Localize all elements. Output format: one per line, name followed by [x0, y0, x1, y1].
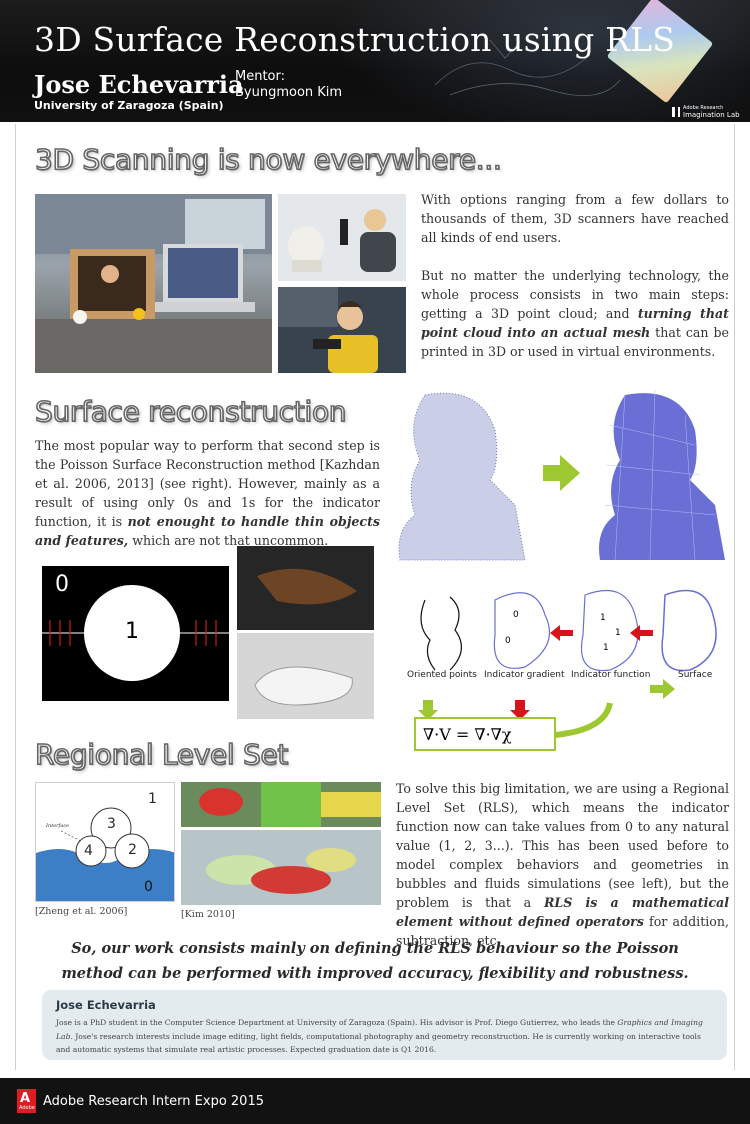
green-arrow-icon [543, 455, 580, 491]
math-doodle-graphic [434, 39, 621, 96]
green-small-arrow-icon [650, 679, 675, 699]
svg-text:0: 0 [513, 610, 519, 620]
bubble-sim-photo-top [181, 782, 381, 827]
surface-paragraph-end: which are not that uncommon. [128, 533, 329, 548]
scanning-paragraph-1: With options ranging from a few dollars … [421, 192, 729, 245]
region-label-3: 3 [107, 816, 116, 832]
region-label-1: 1 [148, 791, 157, 807]
svg-text:∇·V = ∇·∇χ: ∇·V = ∇·∇χ [423, 725, 512, 744]
poster-header: 3D Surface Reconstruction using RLS Jose… [0, 0, 750, 122]
oriented-points-glyph [420, 596, 462, 671]
summary-statement: So, our work consists mainly on defining… [61, 940, 689, 982]
section-title-surface: Surface reconstruction [34, 394, 347, 429]
mentor-block: Mentor: Byungmoon Kim [235, 69, 342, 101]
bubble-sim-photo-bottom [181, 830, 381, 905]
indicator-gradient-label: Indicator gradient [484, 670, 565, 680]
red-arrow-icon-2 [630, 625, 653, 641]
svg-text:1: 1 [603, 643, 609, 653]
region-label-2: 2 [128, 842, 137, 858]
bio-text-end: . Jose's research interests include imag… [56, 1031, 701, 1055]
mentor-label: Mentor: [235, 69, 286, 84]
regional-level-set-diagram: 1 3 4 2 0 Interface [35, 782, 175, 902]
red-arrow-icon [550, 625, 573, 641]
section-title-rls: Regional Level Set [34, 737, 289, 772]
svg-text:1: 1 [600, 613, 606, 623]
indicator-function-figure: 0 1 [42, 566, 229, 701]
imagination-lab-logo: Adobe Research Imagination Lab [672, 105, 740, 119]
bio-text-start: Jose is a PhD student in the Computer Sc… [56, 1018, 618, 1027]
svg-text:1: 1 [615, 628, 621, 638]
surface-label: Surface [678, 670, 713, 680]
indicator-gradient-glyph [493, 592, 551, 669]
poster-title: 3D Surface Reconstruction using RLS [34, 20, 676, 59]
poisson-pipeline-diagram: 0 0 1 1 1 ∇·V = ∇·∇χ [398, 389, 725, 751]
bio-name: Jose Echevarria [56, 998, 156, 1012]
rls-paragraph: To solve this big limitation, we are usi… [396, 779, 729, 950]
bio-box: Jose Echevarria Jose is a PhD student in… [42, 990, 727, 1060]
thin-object-mesh-photo [237, 633, 374, 719]
pointcloud-bust [398, 392, 526, 561]
section-title-scanning: 3D Scanning is now everywhere... [34, 142, 502, 177]
author-affiliation: University of Zaragoza (Spain) [34, 99, 224, 112]
rls-paragraph-end: for addition, subtraction, etc. [396, 914, 729, 948]
indicator-one-label: 1 [125, 619, 139, 644]
scanning-paragraph-2-start: But no matter the underlying technology,… [421, 268, 729, 321]
mentor-name: Byungmoon Kim [235, 85, 343, 100]
adobe-logo-text: Adobe [19, 1105, 35, 1111]
poisson-equation-box [414, 717, 556, 751]
bio-text: Jose is a PhD student in the Computer Sc… [56, 1016, 713, 1057]
lab-logo-line1: Adobe Research [683, 105, 724, 111]
scanning-paragraph-2-end: that can be printed in 3D or used in vir… [421, 325, 729, 359]
scanning-paragraph-2-emphasis: turning that point cloud into an actual … [421, 306, 730, 340]
rls-paragraph-emphasis: RLS is a mathematical element without de… [396, 895, 729, 929]
red-down-arrow-icon [510, 700, 530, 720]
lab-logo-line2: Imagination Lab [683, 111, 740, 119]
indicator-function-glyph [580, 589, 639, 672]
scanner-lab-photo [35, 194, 272, 373]
adobe-research-icon [672, 107, 680, 117]
tablet-scan-photo [278, 287, 406, 373]
thin-object-pointcloud-photo [237, 546, 374, 630]
bio-lab-name: Graphics and Imaging Lab [56, 1018, 703, 1041]
surface-paragraph-emphasis: not enought to handle thin objects and f… [35, 514, 380, 548]
scanning-paragraph-2: But no matter the underlying technology,… [421, 266, 729, 361]
surface-glyph [661, 589, 717, 672]
rls-paragraph-start: To solve this big limitation, we are usi… [396, 781, 729, 910]
poster-frame [15, 124, 735, 1070]
region-label-0: 0 [144, 879, 153, 895]
region-label-4: 4 [84, 843, 93, 859]
indicator-function-label: Indicator function [571, 670, 651, 680]
surface-paragraph-start: The most popular way to perform that sec… [35, 438, 380, 529]
svg-text:0: 0 [505, 636, 511, 646]
surface-paragraph: The most popular way to perform that sec… [35, 436, 380, 550]
mesh-bust [599, 389, 725, 561]
handheld-scan-photo [278, 194, 406, 281]
caption-zheng: [Zheng et al. 2006] [35, 906, 128, 917]
indicator-zero-label: 0 [55, 572, 69, 597]
expo-label: Adobe Research Intern Expo 2015 [43, 1094, 264, 1109]
poster-footer: A Adobe Adobe Research Intern Expo 2015 [0, 1078, 750, 1124]
caption-kim: [Kim 2010] [181, 909, 235, 920]
author-name: Jose Echevarria [34, 70, 244, 99]
green-down-arrow-icon [418, 700, 438, 720]
adobe-logo-icon: A Adobe [17, 1089, 36, 1113]
interface-label: Interface [46, 823, 70, 829]
oriented-points-label: Oriented points [407, 670, 477, 680]
